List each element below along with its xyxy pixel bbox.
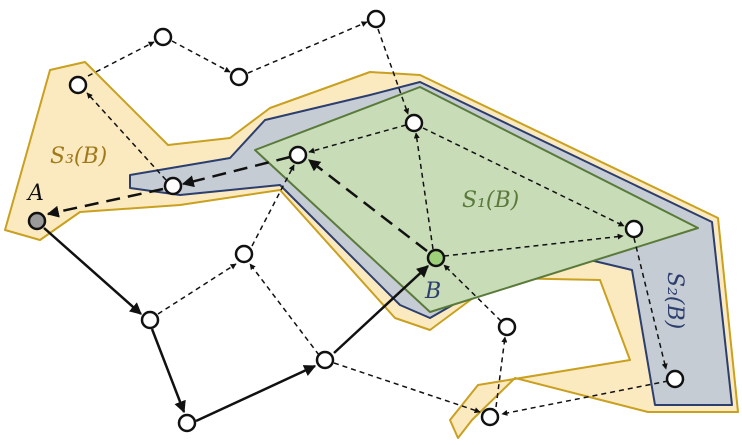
node xyxy=(153,27,173,47)
node xyxy=(497,317,517,337)
edge xyxy=(150,328,186,414)
node xyxy=(624,219,644,239)
node xyxy=(140,310,160,330)
label-s3: S₃(B) xyxy=(50,144,107,169)
node xyxy=(234,244,254,264)
node xyxy=(68,75,88,95)
node xyxy=(288,145,308,165)
edge xyxy=(333,362,481,414)
edge xyxy=(249,263,320,356)
node xyxy=(177,413,197,433)
edge xyxy=(443,264,502,322)
label-s2: S₂(B) xyxy=(662,272,687,329)
edge xyxy=(308,159,428,252)
edge xyxy=(181,155,291,188)
edge xyxy=(157,263,237,315)
region-s1 xyxy=(254,86,699,313)
edge xyxy=(377,28,410,115)
dashed-edges xyxy=(86,21,669,416)
node xyxy=(404,113,424,133)
edge xyxy=(501,380,669,416)
edge xyxy=(422,127,625,227)
edge xyxy=(86,92,167,181)
edge xyxy=(413,132,434,250)
label-s1: S₁(B) xyxy=(462,188,519,213)
edge xyxy=(195,364,317,423)
label-a: A xyxy=(26,181,44,206)
node xyxy=(315,350,335,370)
edge xyxy=(495,336,508,408)
edge xyxy=(43,227,142,315)
edge xyxy=(633,237,668,370)
edge xyxy=(87,41,155,77)
edge xyxy=(308,124,407,154)
node xyxy=(480,407,500,427)
node xyxy=(366,9,386,29)
edge xyxy=(251,164,295,247)
node-a xyxy=(27,211,47,231)
long-dashed-path xyxy=(46,155,428,252)
node-b xyxy=(426,248,446,268)
solid-path xyxy=(43,227,429,423)
edge xyxy=(46,187,164,218)
label-b: B xyxy=(424,279,441,304)
node xyxy=(665,369,685,389)
edge xyxy=(247,21,368,74)
edge xyxy=(333,265,429,354)
node xyxy=(229,67,249,87)
nodes xyxy=(27,9,685,433)
node xyxy=(163,176,183,196)
edge xyxy=(443,233,624,257)
edge xyxy=(171,40,231,73)
